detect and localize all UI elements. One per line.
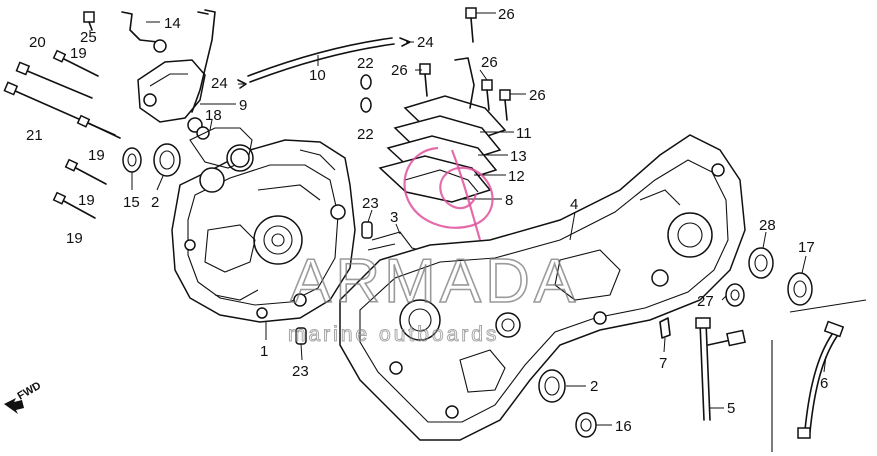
callout-19-bottom: 19 [66, 230, 83, 247]
bolt-19-lower [64, 158, 107, 185]
cable-6 [797, 320, 845, 439]
watermark-brand: ARMADA [290, 247, 579, 316]
callout-24-left: 24 [211, 75, 228, 92]
callout-23-upper: 23 [362, 195, 379, 212]
bolt-26-right [499, 89, 511, 121]
dowel-pin-23-upper [361, 221, 373, 239]
clamp-18 [189, 126, 253, 169]
callout-1: 1 [260, 343, 268, 360]
callout-8: 8 [505, 192, 513, 209]
callout-19-top: 19 [70, 45, 87, 62]
clip-7 [659, 317, 671, 339]
callout-26-left: 26 [391, 62, 408, 79]
bolt-19-top [52, 49, 99, 77]
bolt-20 [15, 61, 93, 99]
callout-2-right: 2 [590, 378, 598, 395]
callout-16: 16 [615, 418, 632, 435]
callout-26-mid: 26 [481, 54, 498, 71]
armada-logo-icon [403, 146, 494, 229]
leader-lines [89, 12, 827, 426]
bearing-15 [122, 147, 142, 173]
callout-22-bottom: 22 [357, 126, 374, 143]
callout-11: 11 [516, 125, 532, 142]
callout-12: 12 [508, 168, 525, 185]
callout-19-lower: 19 [78, 192, 95, 209]
callout-19-mid: 19 [88, 147, 105, 164]
right-crankcase-half [339, 134, 746, 441]
cable-5 [695, 317, 746, 421]
washer-22-bottom [360, 97, 372, 113]
bolt-19-bottom [52, 191, 96, 219]
bearing-2-right [538, 369, 566, 403]
callout-labels: 1 2 2 3 4 5 6 7 8 9 10 11 13 12 14 15 16… [26, 6, 828, 435]
callout-20: 20 [29, 34, 46, 51]
callout-14: 14 [164, 15, 181, 32]
bolt-26-mid [481, 79, 493, 111]
fwd-arrow: FWD [4, 380, 43, 414]
callout-27: 27 [697, 293, 714, 310]
callout-3: 3 [390, 209, 398, 226]
bearing-2-left [153, 143, 181, 177]
bolt-21 [3, 81, 116, 136]
callout-26-top: 26 [498, 6, 515, 23]
watermark-tagline: marine outboards [288, 323, 499, 346]
callout-17: 17 [798, 239, 815, 256]
oil-seal-27 [725, 283, 745, 307]
callout-10: 10 [309, 67, 326, 84]
screw-25 [83, 11, 95, 31]
fwd-label: FWD [16, 380, 44, 403]
callout-13: 13 [510, 148, 527, 165]
callout-28: 28 [759, 217, 776, 234]
callout-6: 6 [820, 375, 828, 392]
oil-seal-16 [575, 412, 597, 438]
bearing-17 [787, 272, 813, 306]
callout-26-right: 26 [529, 87, 546, 104]
clip-24-left [237, 79, 247, 89]
callout-2-left: 2 [151, 194, 159, 211]
callout-22-top: 22 [357, 55, 374, 72]
frame-lines [771, 299, 867, 452]
callout-25: 25 [80, 29, 97, 46]
clip-14 [121, 11, 167, 53]
callout-7: 7 [659, 355, 667, 372]
bolt-26-top [465, 7, 477, 43]
callout-18: 18 [205, 107, 222, 124]
bolt-19-mid [76, 114, 121, 139]
armada-watermark: ARMADA marine outboards [288, 146, 579, 347]
bearing-28 [748, 247, 774, 279]
callout-21: 21 [26, 127, 43, 144]
washer-22-top [360, 74, 372, 90]
callout-4: 4 [570, 196, 578, 213]
callout-15: 15 [123, 194, 140, 211]
callout-5: 5 [727, 400, 735, 417]
callout-23-lower: 23 [292, 363, 309, 380]
bolt-26-left [419, 63, 431, 97]
callout-24-right: 24 [417, 34, 434, 51]
callout-9: 9 [239, 97, 247, 114]
oil-pump-assembly-9 [137, 9, 216, 133]
